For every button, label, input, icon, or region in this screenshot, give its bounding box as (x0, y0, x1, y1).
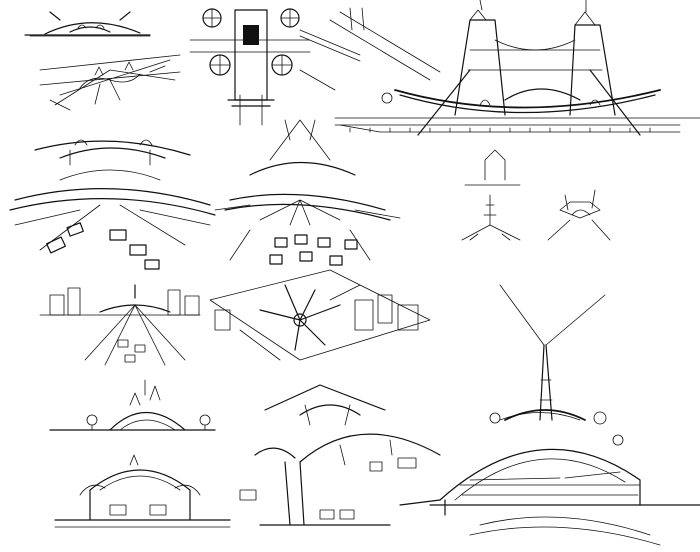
deck-perspective (39, 54, 181, 111)
tower-sketches (461, 149, 611, 241)
cantilever-section (239, 433, 441, 526)
plan-view-rotors (189, 8, 311, 126)
central-hub-perspective (214, 119, 401, 266)
urban-perspective-hub (209, 269, 431, 361)
dome-section-tunnel (399, 411, 700, 546)
large-mast-elevation (499, 284, 606, 421)
masted-hub-elevation (334, 0, 700, 136)
arched-section-cars (54, 454, 231, 528)
canopy-hub-traffic (9, 139, 216, 270)
hub-elevation-peaked (264, 384, 386, 426)
hub-elevation-small (24, 11, 151, 37)
street-plan (299, 7, 441, 104)
section-with-trees (49, 379, 216, 431)
skyline-hub-left (39, 284, 201, 366)
